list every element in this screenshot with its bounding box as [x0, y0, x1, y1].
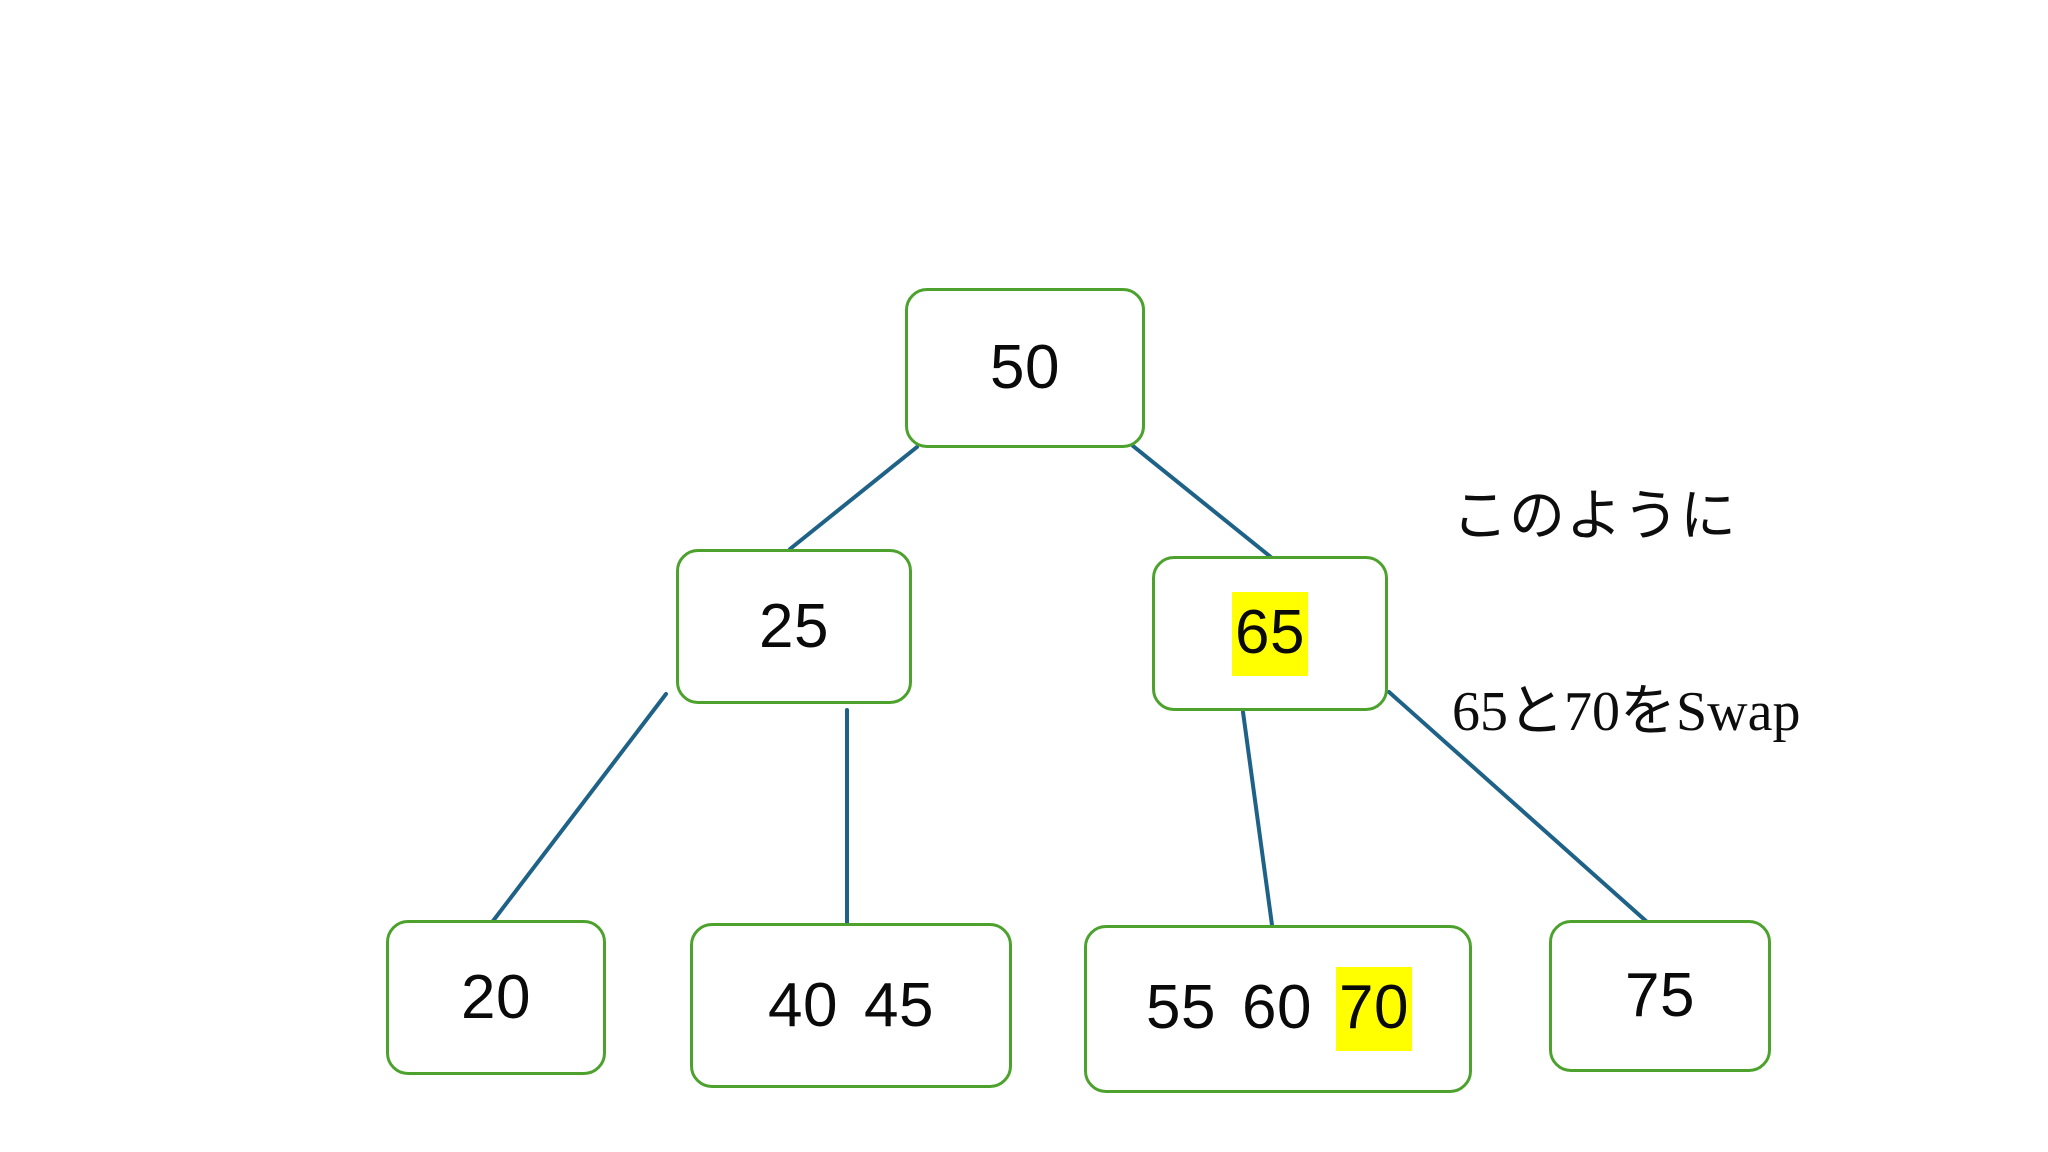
key-65-highlighted: 65 [1232, 591, 1308, 676]
tree-node-label: 55 60 70 [1144, 967, 1412, 1051]
tree-node-n55_60_70[interactable]: 55 60 70 [1084, 925, 1472, 1093]
key-70-highlighted: 70 [1335, 967, 1412, 1051]
key-20: 20 [461, 962, 531, 1032]
tree-node-n25[interactable]: 25 [676, 549, 912, 704]
key-25: 25 [759, 591, 829, 661]
tree-node-label: 20 [459, 966, 533, 1030]
key-55: 55 [1146, 973, 1217, 1042]
tree-edge-n65-to-n55_60_70 [1241, 710, 1274, 927]
key-40: 40 [768, 970, 838, 1040]
tree-node-n40_45[interactable]: 40 45 [690, 923, 1012, 1088]
tree-node-label: 25 [757, 595, 831, 659]
tree-node-n65[interactable]: 65 [1152, 556, 1388, 711]
annotation-line-1: このように [1452, 485, 1737, 548]
tree-node-n75[interactable]: 75 [1549, 920, 1771, 1072]
tree-node-label: 50 [988, 336, 1062, 400]
tree-node-root[interactable]: 50 [905, 288, 1145, 448]
tree-edge-n25-to-n20 [491, 692, 668, 923]
tree-node-label: 75 [1623, 964, 1697, 1028]
key-50: 50 [990, 333, 1060, 402]
swap-annotation: このように 65と70をSwap [1452, 355, 1800, 875]
key-75: 75 [1625, 961, 1695, 1030]
key-60: 60 [1242, 973, 1312, 1042]
tree-edge-root-to-n25 [788, 445, 919, 551]
key-45: 45 [864, 970, 934, 1040]
tree-node-n20[interactable]: 20 [386, 920, 606, 1075]
tree-node-label: 65 [1232, 591, 1308, 676]
annotation-line-2: 65と70をSwap [1452, 680, 1801, 743]
tree-edge-root-to-n65 [1131, 444, 1274, 560]
